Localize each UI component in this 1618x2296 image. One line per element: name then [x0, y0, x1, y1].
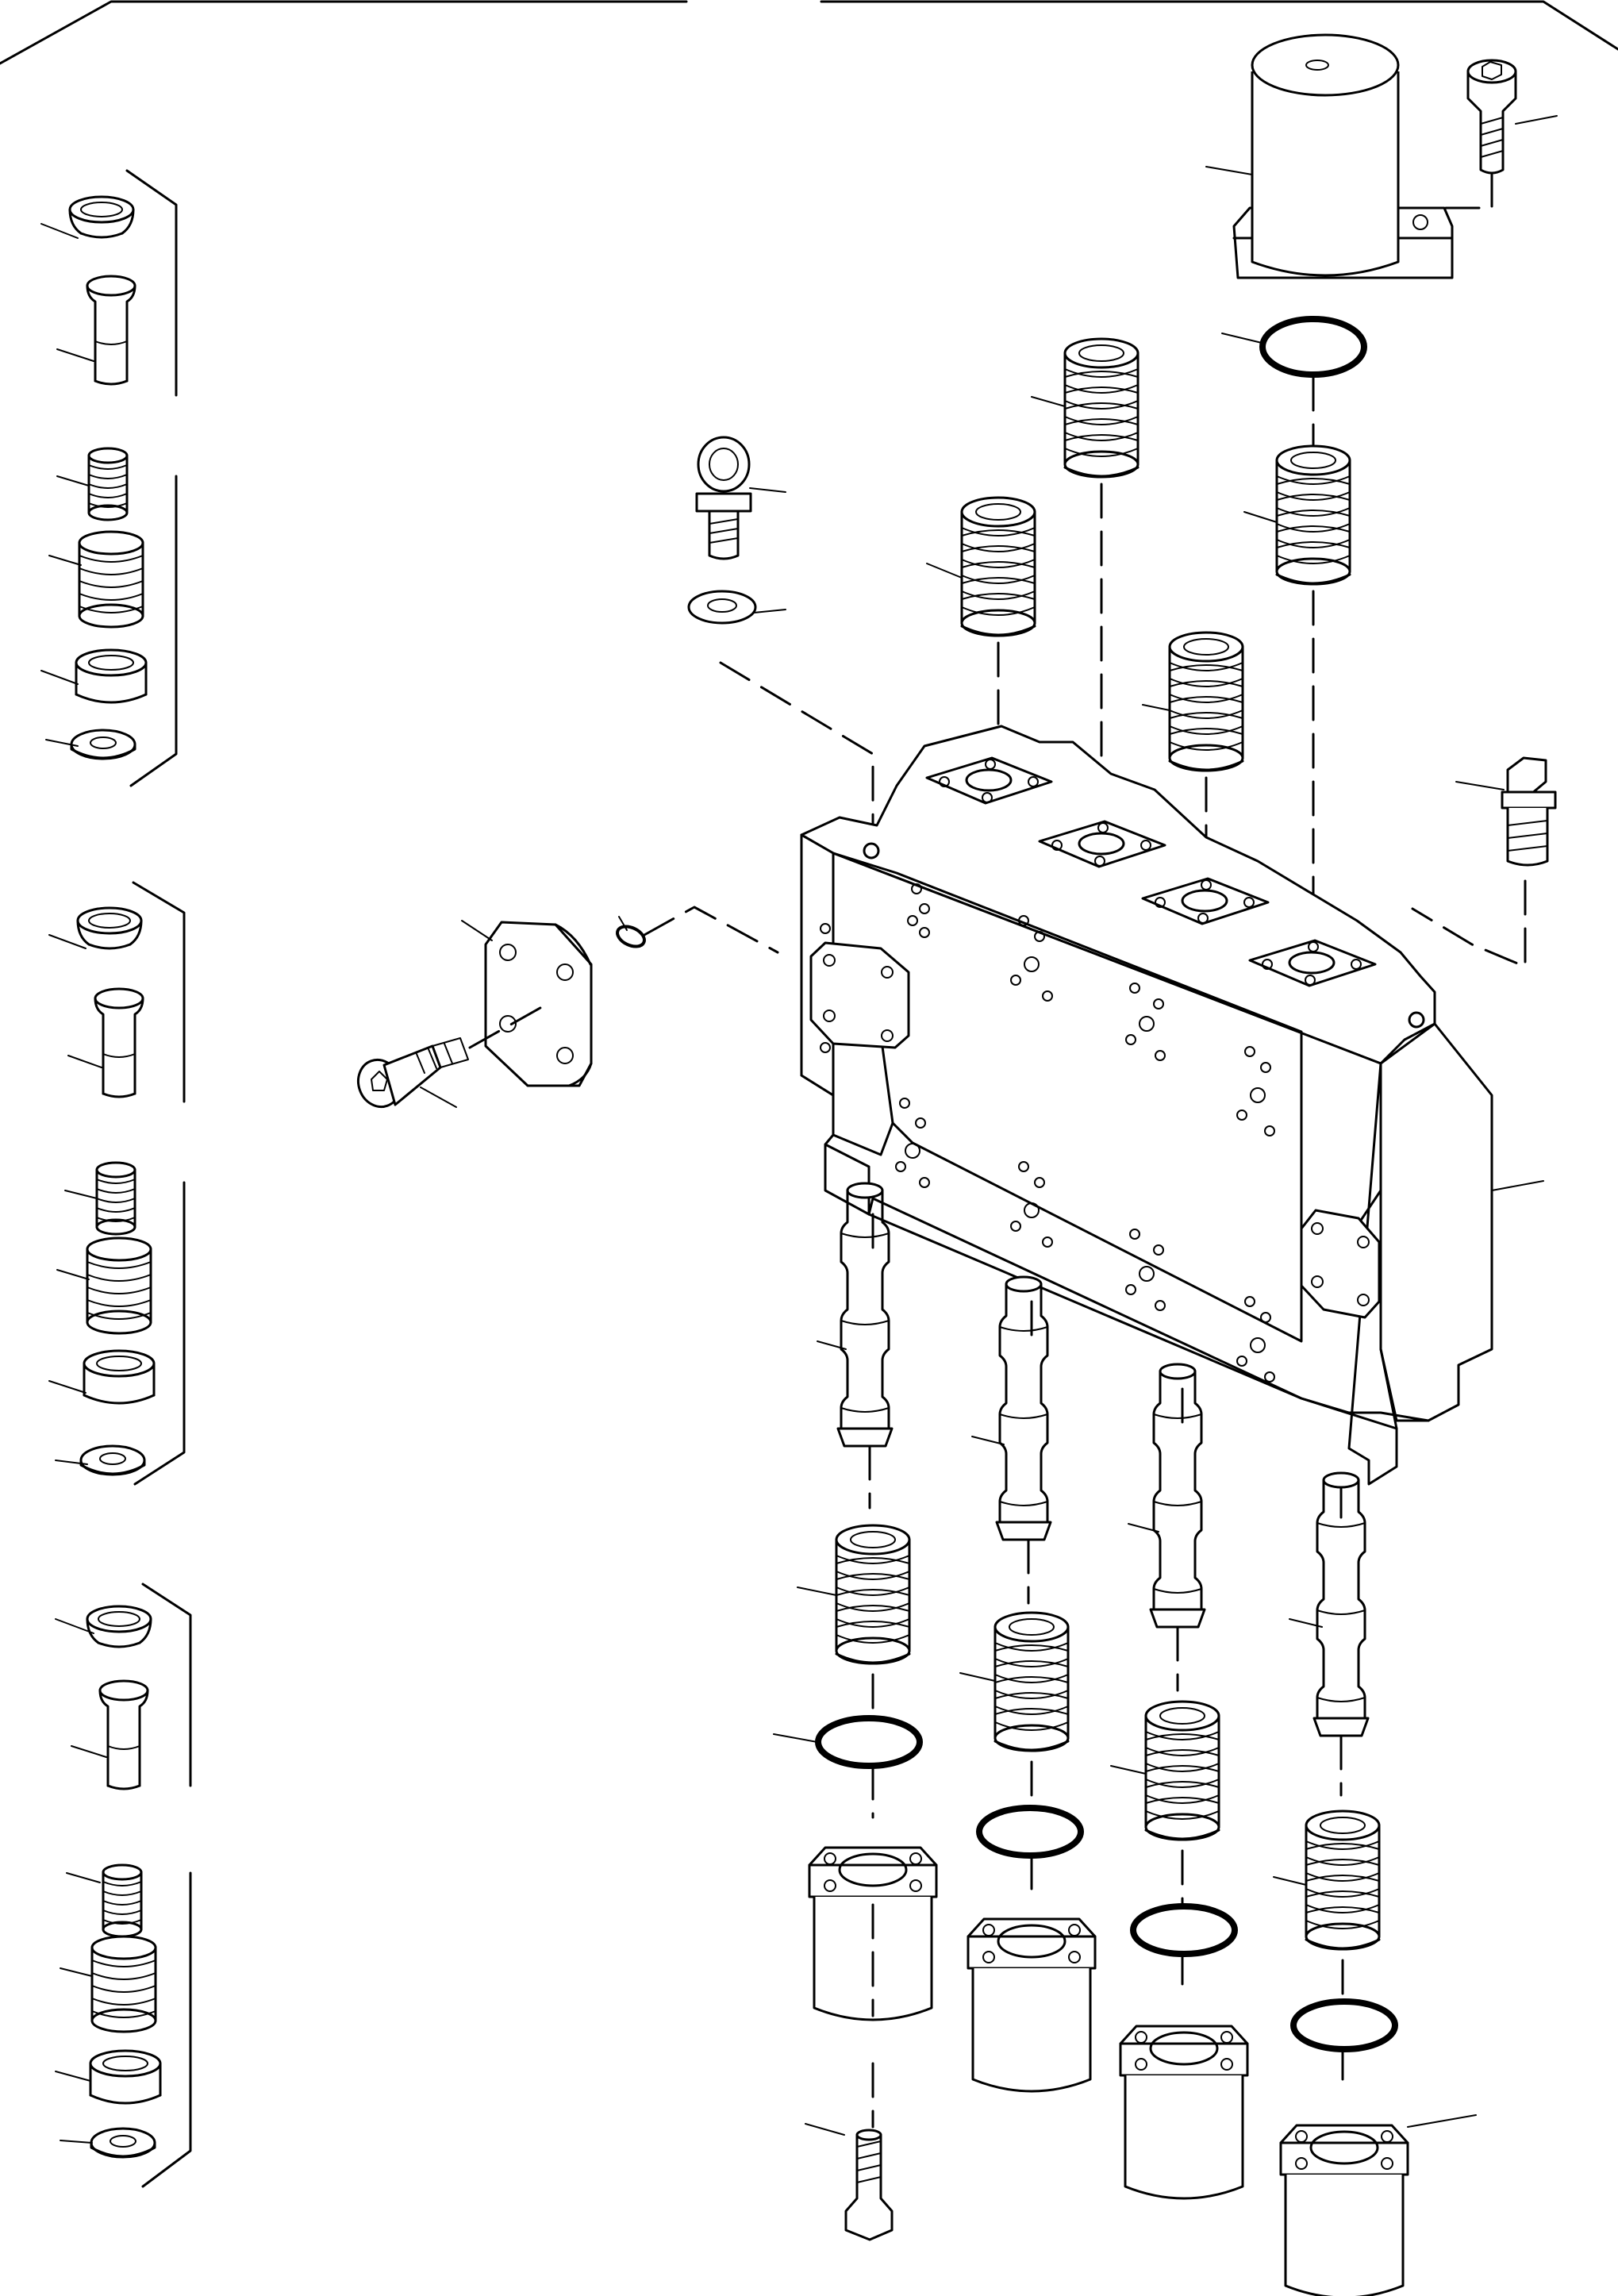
bottom-stack-2: [959, 1275, 1097, 2093]
side-o-ring: [616, 906, 779, 954]
left-kit-3: [55, 1583, 192, 2188]
sheet-border: [0, 0, 1618, 65]
left-kit-2: [48, 881, 186, 1486]
bottom-stack-3: [1110, 1363, 1249, 2200]
solenoid-bolt: [1383, 59, 1558, 210]
check-valve: [1411, 756, 1557, 968]
eye-bolt-washer: [687, 590, 874, 843]
solenoid-assembly: [1205, 33, 1454, 279]
bottom-bolt: [805, 2123, 894, 2241]
left-kit-1: [40, 169, 178, 787]
top-spring-1: [926, 496, 1036, 740]
bottom-stack-4: [1273, 1471, 1477, 2296]
side-cover: [461, 920, 593, 1087]
eye-bolt: [695, 436, 786, 560]
top-o-ring: [1221, 316, 1367, 378]
main-valve-body: [800, 725, 1544, 1486]
side-cover-bolt: [357, 1000, 553, 1109]
top-spring-2: [1031, 337, 1140, 819]
top-spring-4: [1243, 375, 1351, 954]
bottom-stack-1: [773, 1182, 938, 2129]
